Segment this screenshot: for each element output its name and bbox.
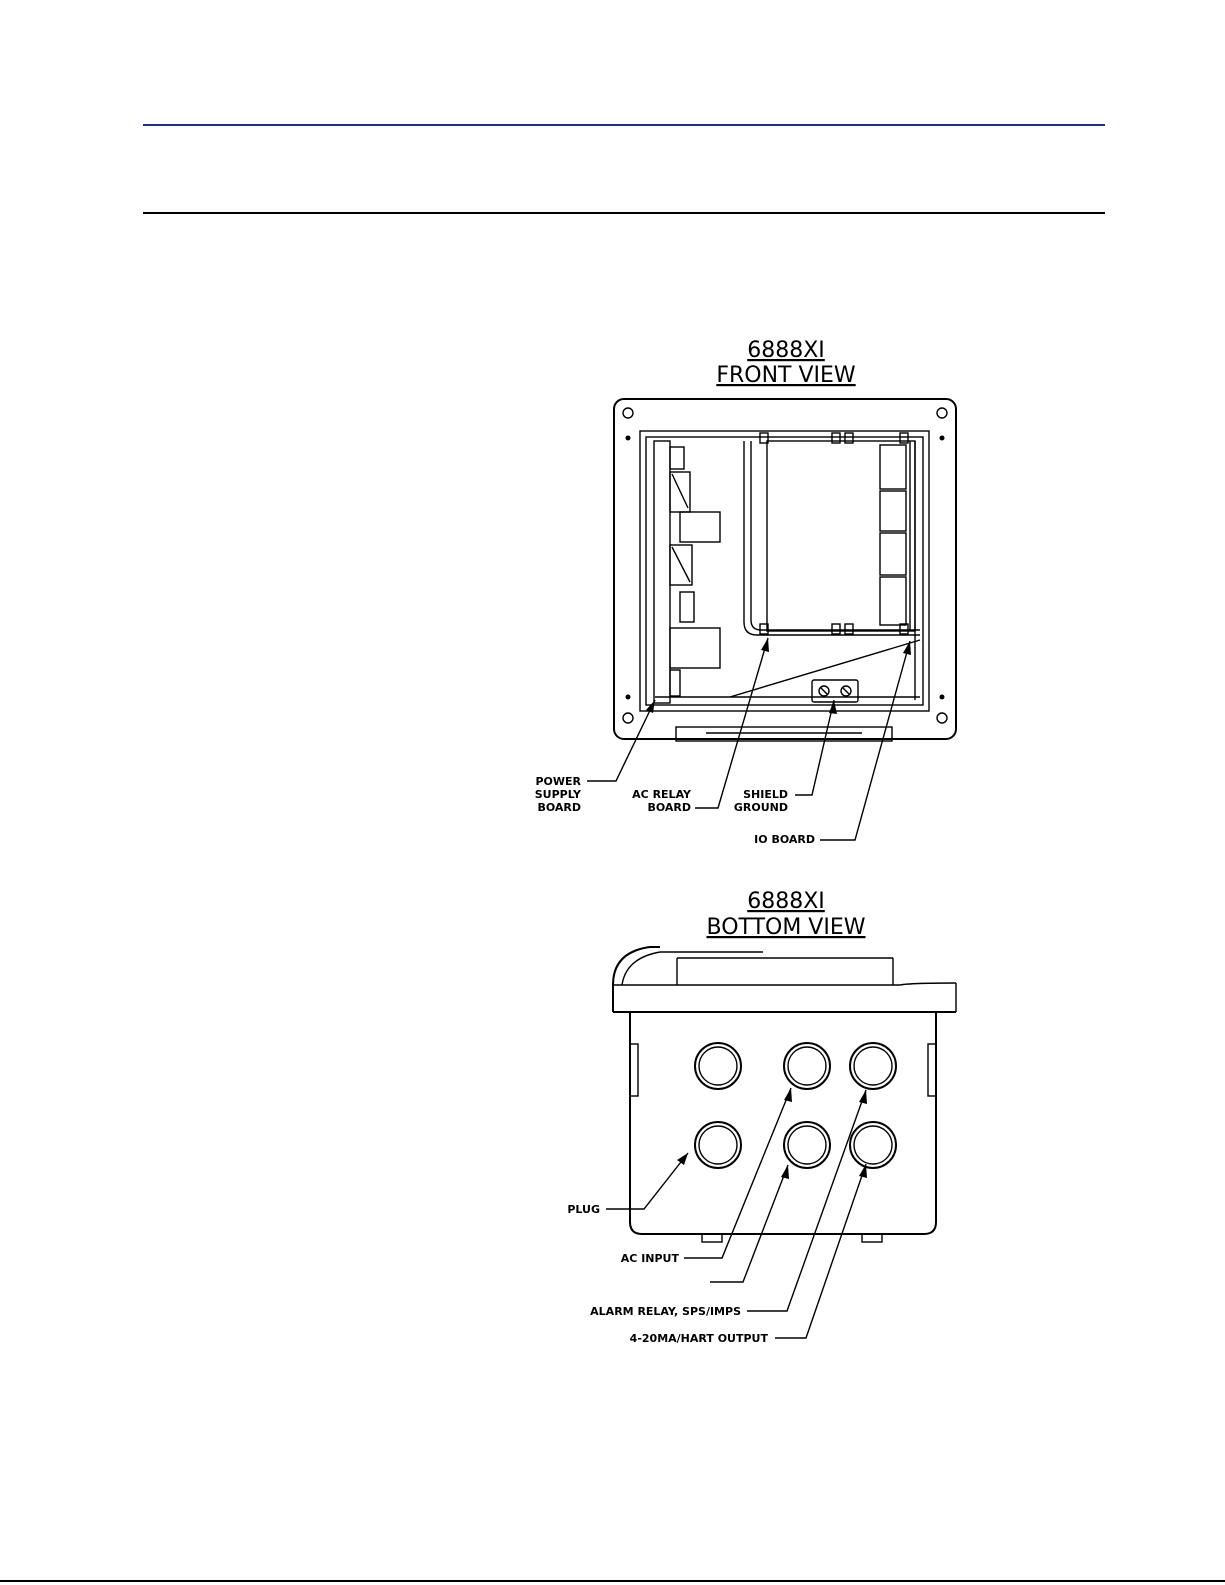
conduit-plugs — [695, 1043, 896, 1168]
bottom-view-model: 6888XI — [747, 889, 825, 914]
bottom-enclosure — [613, 947, 956, 1242]
power-supply-board — [654, 441, 720, 703]
ac-relay-label-2: BOARD — [647, 801, 691, 814]
power-supply-label-3: BOARD — [537, 801, 581, 814]
front-view: 6888XI FRONT VIEW — [535, 338, 956, 846]
io-board-label: IO BOARD — [754, 833, 815, 846]
shield-ground-label-1: SHIELD — [743, 788, 788, 801]
power-supply-label-2: SUPPLY — [535, 788, 582, 801]
ac-input-label: AC INPUT — [621, 1252, 680, 1265]
power-supply-label-1: POWER — [535, 775, 581, 788]
bottom-leader-lines — [606, 1088, 867, 1338]
io-board — [760, 433, 915, 700]
bottom-view-title: BOTTOM VIEW — [707, 915, 866, 940]
ac-relay-label-1: AC RELAY — [632, 788, 692, 801]
plug-label: PLUG — [567, 1203, 600, 1216]
front-view-model: 6888XI — [747, 338, 825, 363]
front-enclosure — [614, 399, 956, 741]
shield-ground-bracket — [812, 680, 858, 702]
front-view-title: FRONT VIEW — [716, 363, 856, 388]
bottom-view: 6888XI BOTTOM VIEW — [567, 889, 956, 1345]
output-label: 4-20MA/HART OUTPUT — [630, 1332, 769, 1345]
alarm-relay-label: ALARM RELAY, SPS/IMPS — [590, 1305, 741, 1318]
shield-ground-label-2: GROUND — [734, 801, 788, 814]
footer-rule — [0, 1580, 1225, 1582]
